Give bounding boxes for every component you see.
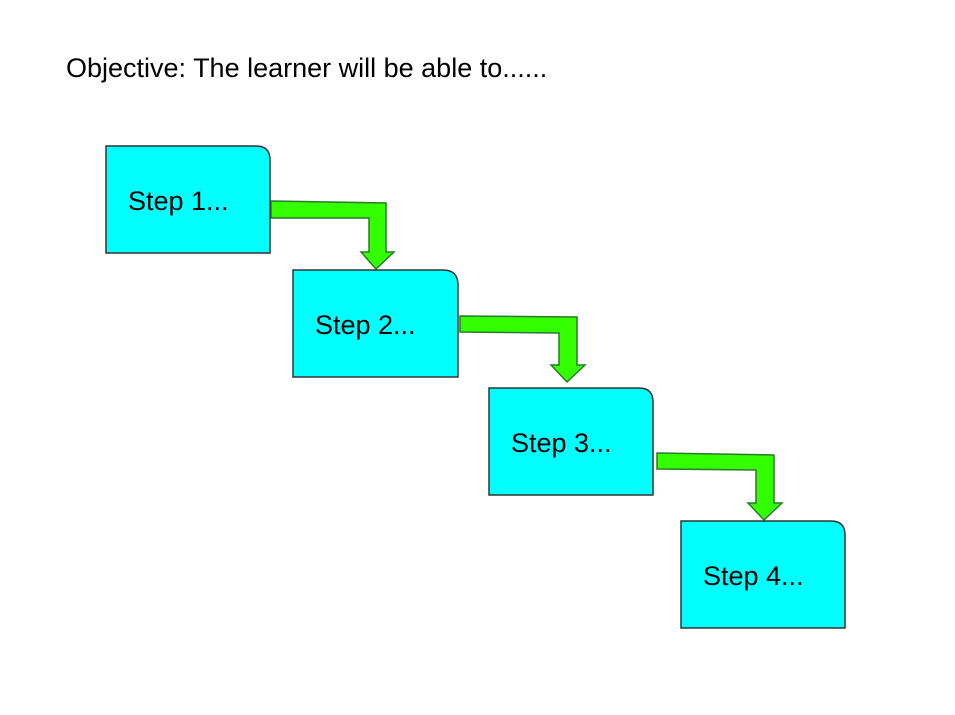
step-box-2: Step 2... [292,269,459,378]
flow-arrow-1 [270,200,396,271]
step-box-4: Step 4... [680,520,846,629]
step-label-3: Step 3... [511,428,612,458]
step-label-4: Step 4... [703,561,804,591]
objective-title: Objective: The learner will be able to..… [66,53,548,83]
step-box-3: Step 3... [488,387,654,496]
step-label-2: Step 2... [315,310,416,340]
flow-arrow-2 [459,315,587,384]
flow-arrow-3 [656,452,784,522]
step-box-1: Step 1... [105,145,271,254]
step-label-1: Step 1... [128,186,229,216]
